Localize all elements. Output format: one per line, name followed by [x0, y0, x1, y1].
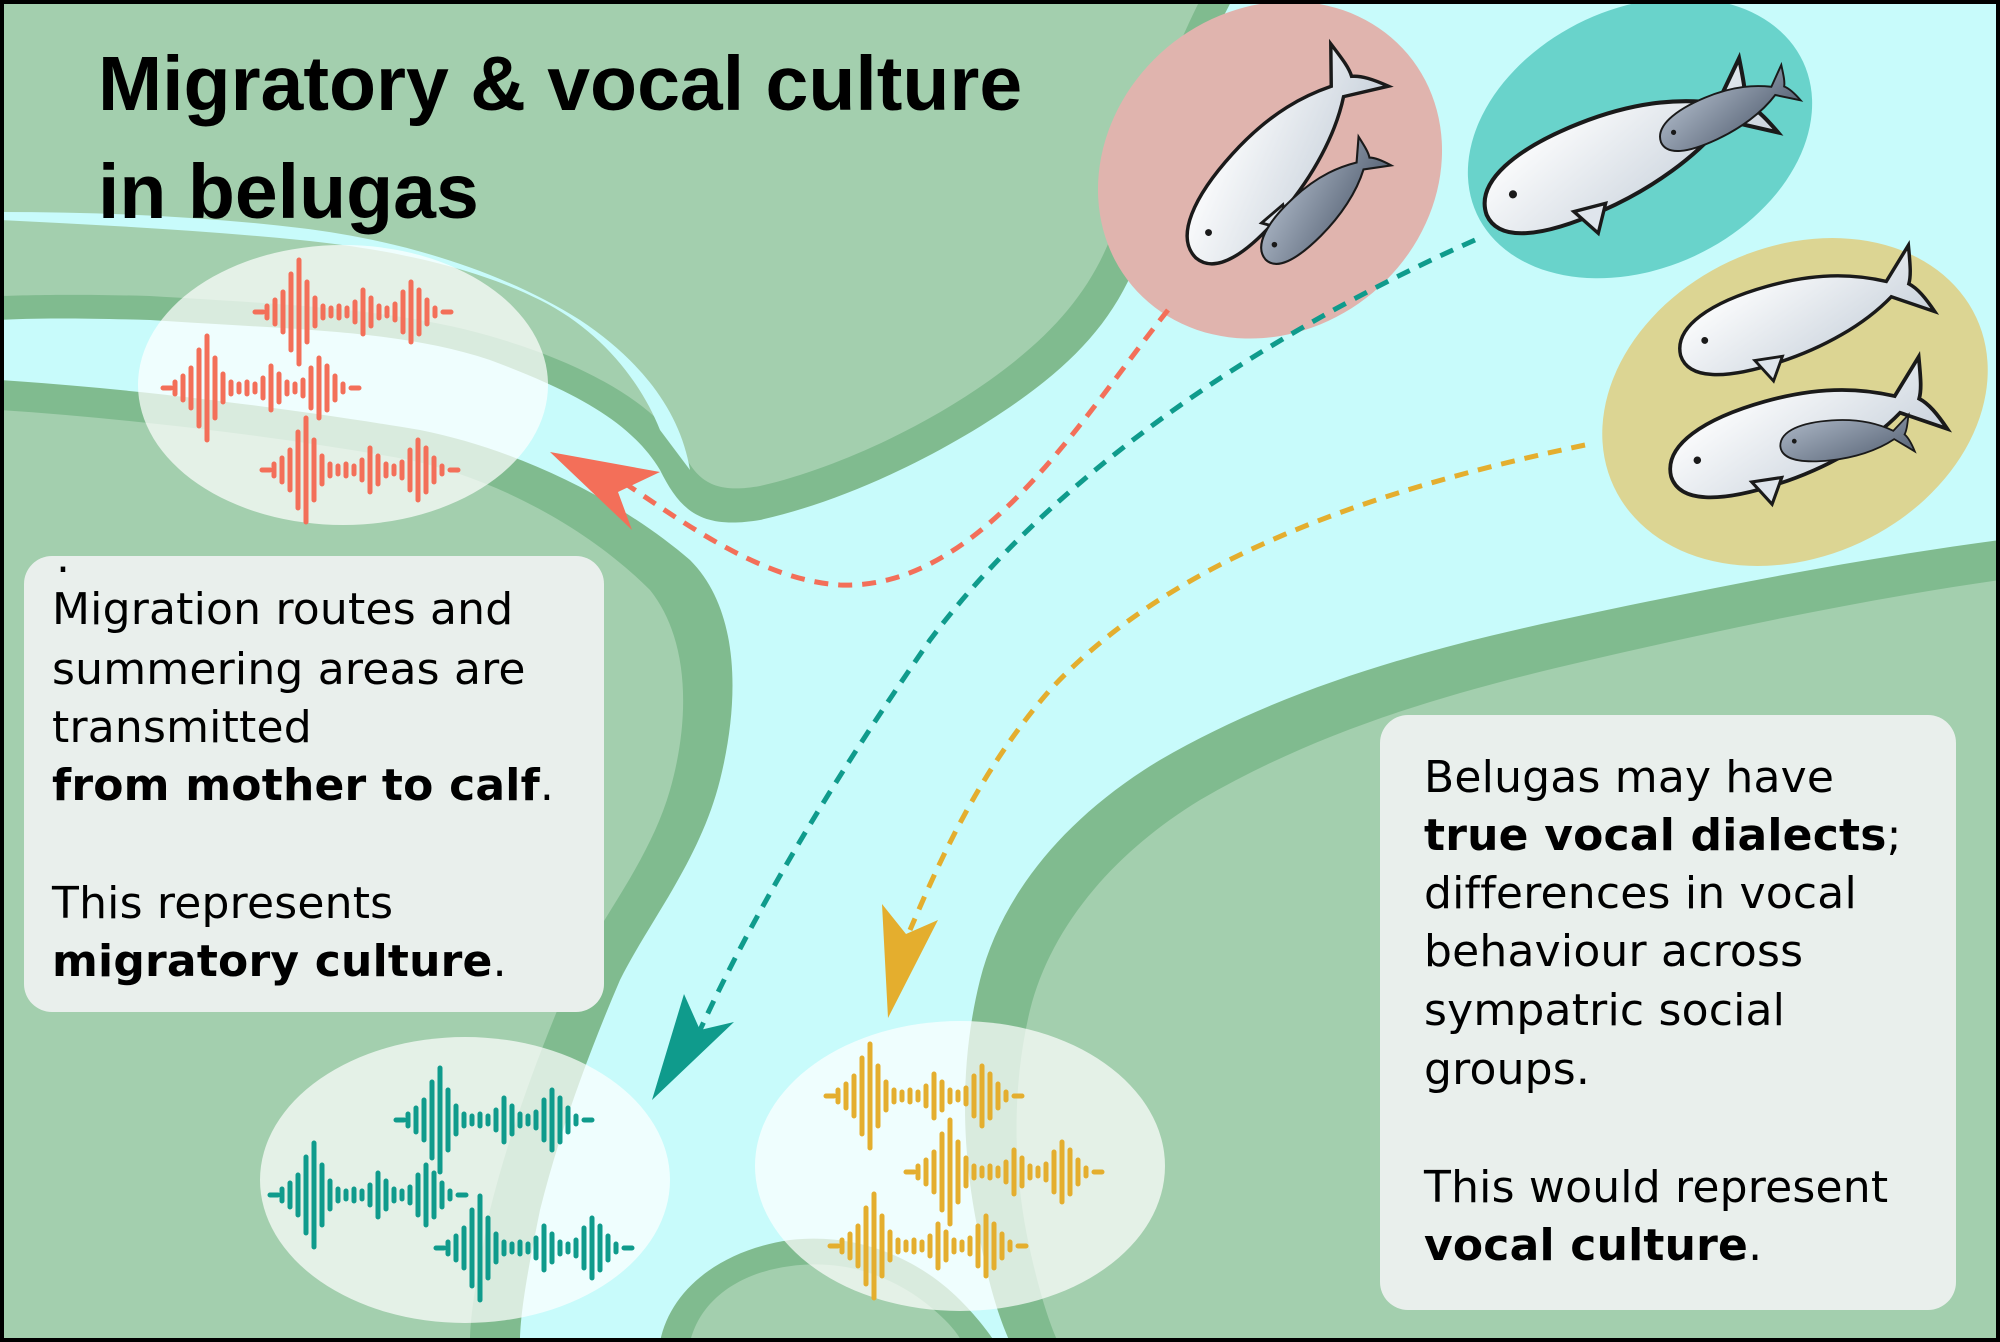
left-text-box	[24, 556, 604, 1012]
title-line-1: Migratory & vocal culture	[98, 41, 1022, 127]
right-box-line-1: Belugas may have	[1424, 752, 1834, 803]
left-box-bold-mother-to-calf: from mother to calf	[52, 760, 541, 811]
right-box-line-4: behaviour across	[1424, 926, 1803, 977]
land-top-left-inner	[0, 0, 1200, 489]
right-box-bold-vocal-culture: vocal culture	[1424, 1220, 1748, 1271]
teal-route-arrowhead	[652, 994, 734, 1100]
left-box-line-2: summering areas are	[52, 644, 526, 695]
right-box-line-2-end: ;	[1887, 810, 1902, 861]
right-box-line-6: groups.	[1424, 1044, 1590, 1095]
right-box-line-5: sympatric social	[1424, 985, 1785, 1036]
left-box-line-6: migratory culture.	[52, 936, 507, 987]
right-box-line-8: vocal culture.	[1424, 1220, 1762, 1271]
right-text-box	[1380, 715, 1956, 1310]
left-box-line-1: Migration routes and	[52, 584, 513, 635]
left-box-line-5: This represents	[51, 878, 393, 929]
right-box-bold-true-vocal-dialects: true vocal dialects	[1424, 810, 1887, 861]
teal-migration-route	[697, 237, 1477, 1032]
left-box-line-6-end: .	[493, 936, 507, 987]
left-box-line-4: from mother to calf.	[52, 760, 554, 811]
right-box-line-3: differences in vocal	[1424, 868, 1857, 919]
right-box-line-7: This would represent	[1423, 1162, 1888, 1213]
left-box-bold-migratory-culture: migratory culture	[52, 936, 493, 987]
yellow-migration-route	[907, 442, 1586, 931]
red-migration-route	[618, 308, 1170, 588]
yellow-route-arrowhead	[882, 904, 938, 1018]
right-box-line-8-end: .	[1748, 1220, 1762, 1271]
left-box-dot: .	[56, 532, 70, 583]
title-line-2: in belugas	[98, 149, 479, 235]
red-route-arrowhead	[550, 452, 660, 530]
left-box-line-4-end: .	[540, 760, 554, 811]
right-box-line-2: true vocal dialects;	[1424, 810, 1902, 861]
left-box-line-3: transmitted	[52, 702, 312, 753]
